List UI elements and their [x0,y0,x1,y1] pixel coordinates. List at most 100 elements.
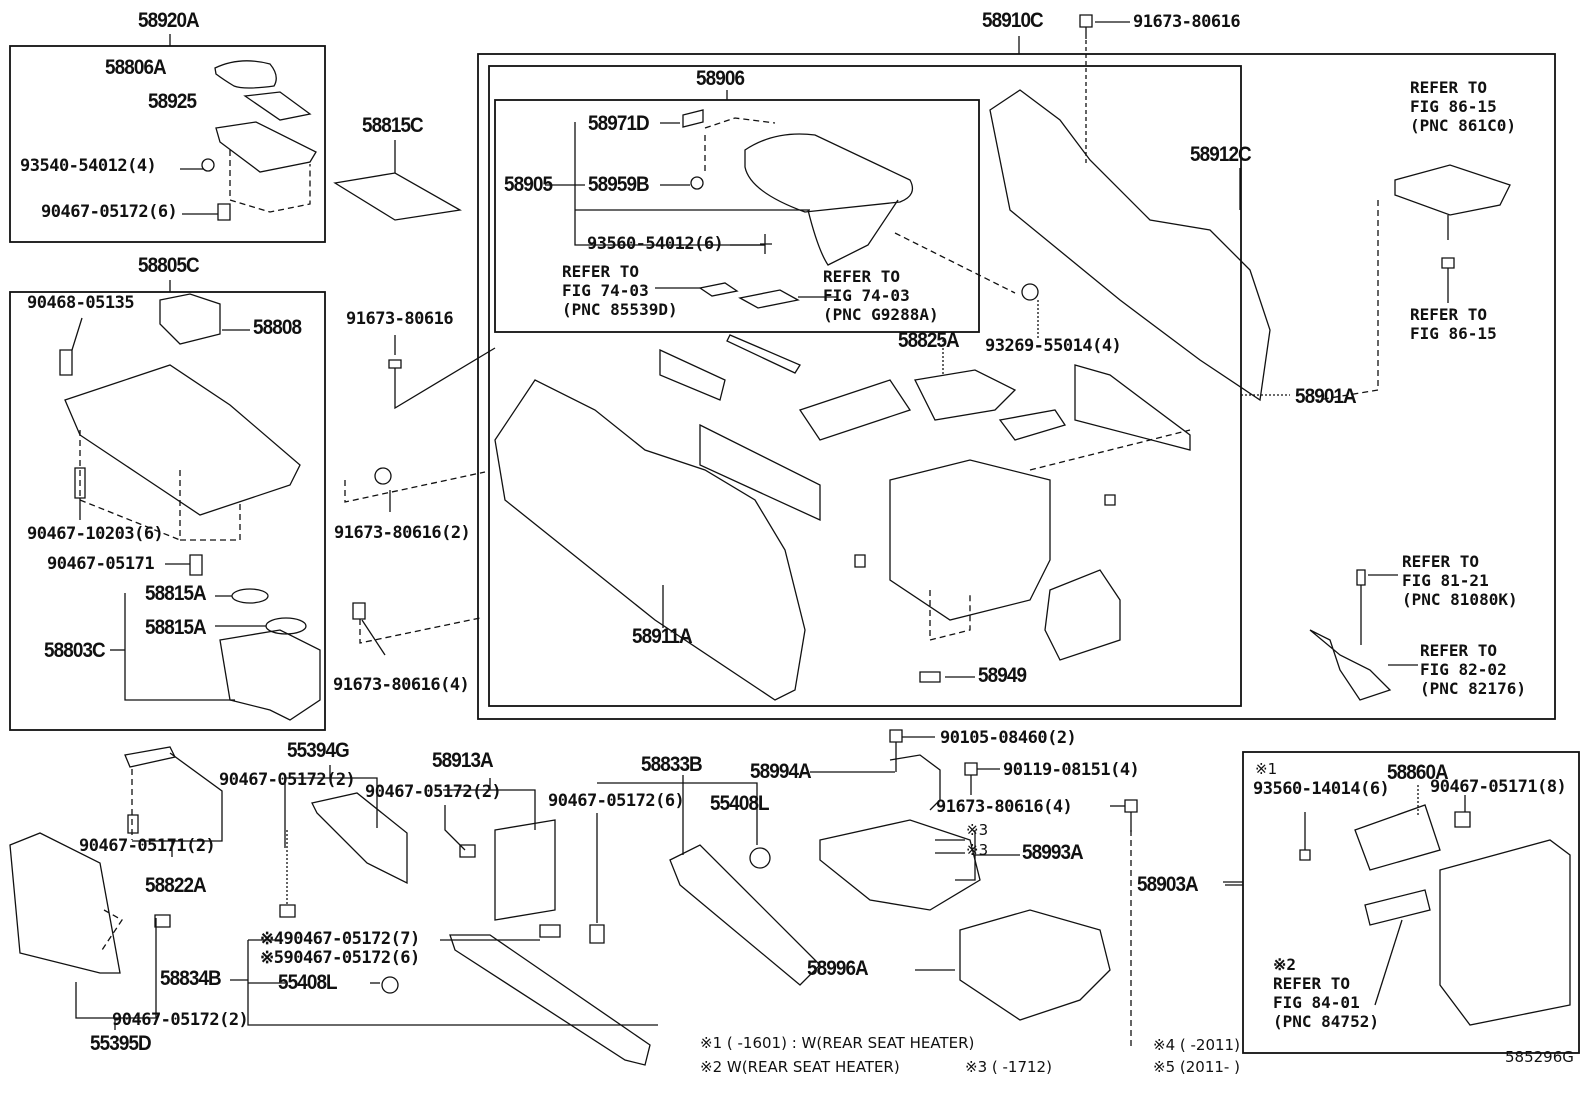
label-90105-08460: 90105-08460(2) [940,728,1077,748]
label-90467-10203: 90467-10203(6) [27,524,164,544]
label-90119-08151: 90119-08151(4) [1003,760,1140,780]
bolt-93269-55014 [1021,283,1039,301]
part-58913A [494,819,556,921]
note-2: ※2 W(REAR SEAT HEATER) [700,1058,900,1076]
label-58905: 58905 [504,173,553,196]
part-58993A [819,819,981,911]
label-58822A: 58822A [145,874,207,897]
label-58860A: 58860A [1387,761,1449,784]
label-90467-05172-2c: 90467-05172(2) [365,782,502,802]
label-90467-05171-2: 90467-05171(2) [79,836,216,856]
bolt-90119-08151 [964,762,978,795]
ref-fig-74-03-85539D: REFER TO FIG 74-03 (PNC 85539D) [562,262,678,319]
label-93560-14014: 93560-14014(6) [1253,779,1390,799]
ref-fig-74-03-G9288A: REFER TO FIG 74-03 (PNC G9288A) [823,267,939,324]
ref-fig-86-15-861C0: REFER TO FIG 86-15 (PNC 861C0) [1410,78,1516,135]
label-58903A: 58903A [1137,873,1199,896]
bolt-90105-08460 [889,729,903,772]
part-58825A [914,369,1017,421]
label-58803C: 58803C [44,639,106,662]
label-58808: 58808 [253,316,302,339]
figure-id: 585296G [1505,1048,1574,1066]
label-x3-a: ※3 [966,821,989,839]
part-58822A [124,746,176,768]
label-x3-b: ※3 [966,841,989,859]
screw-93560-14014 [1299,849,1311,861]
part-58833B [669,844,821,986]
box-inner-58910C [488,65,1242,707]
part-58905-armrest [744,133,914,213]
ref-fig-84-01: ※2 REFER TO FIG 84-01 (PNC 84752) [1273,955,1379,1031]
part-58903A-panel [1439,839,1571,1026]
label-90467-05171-8: 90467-05171(8) [1430,777,1567,797]
label-91673-80616-2: 91673-80616(2) [334,523,471,543]
note-4: ※4 ( -2011) [1153,1036,1240,1054]
label-58925: 58925 [148,90,197,113]
label-58815A-1: 58815A [145,582,207,605]
label-58906: 58906 [696,67,745,90]
label-90468-05135: 90468-05135 [27,293,135,313]
box-58860A [1242,751,1580,1054]
label-58815C: 58815C [362,114,424,137]
label-93560-54012: 93560-54012(6) [587,234,724,254]
label-90467-05171: 90467-05171 [47,554,155,574]
part-58901A [1074,364,1191,451]
label-note4-90467-05172-7: ※490467-05172(7) [260,929,420,949]
part-58949 [919,671,941,683]
note-5: ※5 (2011- ) [1153,1058,1240,1076]
label-91673-80616-4: 91673-80616(4) [333,675,470,695]
label-58949: 58949 [978,664,1027,687]
label-58993A: 58993A [1022,841,1084,864]
box-58805C [9,291,326,731]
part-58959B [690,176,704,190]
part-58911A-pad [699,423,821,522]
label-58994A: 58994A [750,760,812,783]
ref-fig-81-21: REFER TO FIG 81-21 (PNC 81080K) [1402,552,1518,609]
part-58860A [1354,804,1441,871]
part-58806A [214,60,277,89]
bolt-91673-80616-2 [374,467,392,485]
label-55408L-a: 55408L [278,971,338,994]
screw-93560-54012 [760,234,772,254]
part-58912C [989,89,1271,402]
label-93269-55014: 93269-55014(4) [985,336,1122,356]
box-58920A [9,45,326,243]
bracket-58803C [124,593,235,701]
label-90467-05172-6: 90467-05172(6) [41,202,178,222]
part-861C0 [1394,164,1511,216]
part-center-box [889,459,1051,621]
label-x1: ※1 [1255,760,1278,778]
part-58971D [682,109,704,128]
label-58806A: 58806A [105,56,167,79]
note-3: ※3 ( -1712) [965,1058,1052,1076]
label-90467-05172-6: 90467-05172(6) [548,791,685,811]
label-55394G: 55394G [287,739,350,762]
label-58996A: 58996A [807,957,869,980]
label-58825A: 58825A [898,329,960,352]
part-55395D [9,832,121,974]
label-58912C: 58912C [1190,143,1252,166]
part-58815A-1 [231,588,269,604]
label-58834B: 58834B [160,967,222,990]
label-93540-54012: 93540-54012(4) [20,156,157,176]
label-58971D: 58971D [588,112,650,135]
label-90467-05172-2b: 90467-05172(2) [219,770,356,790]
label-58901A: 58901A [1295,385,1357,408]
ref-fig-82-02: REFER TO FIG 82-02 (PNC 82176) [1420,641,1526,698]
note-1: ※1 ( -1601) : W(REAR SEAT HEATER) [700,1034,975,1052]
ref-fig-86-15: REFER TO FIG 86-15 [1410,305,1497,343]
part-55408L-a [381,976,399,994]
part-58994A [889,754,941,811]
label-58913A: 58913A [432,749,494,772]
label-91673-80616-a: 91673-80616 [346,309,454,329]
part-58911A [494,379,806,701]
label-55395D: 55395D [90,1032,152,1055]
part-58815C [333,172,462,221]
bolt-91673-80616 [388,335,496,410]
part-55408L-b [749,847,771,869]
label-58910C: 58910C [982,9,1044,32]
label-58805C: 58805C [138,254,200,277]
label-58920A: 58920A [138,9,200,32]
part-58808 [159,293,221,345]
